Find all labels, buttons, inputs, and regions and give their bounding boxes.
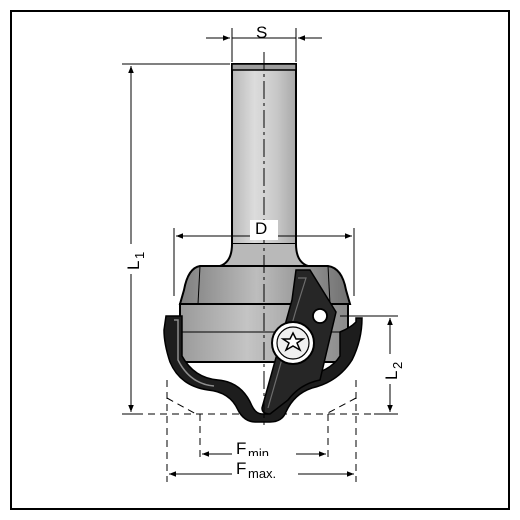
- label-s: S: [256, 23, 267, 42]
- dimension-s: [206, 28, 322, 62]
- label-fmax: F: [236, 459, 246, 478]
- dimension-l1: [122, 63, 230, 415]
- locating-pin-icon: [312, 308, 328, 324]
- label-fmin: F: [236, 439, 246, 458]
- label-l1-sub: 1: [132, 252, 147, 259]
- torx-screw-icon: [271, 321, 315, 365]
- frame-border: [10, 10, 510, 510]
- label-l2: L: [382, 371, 401, 380]
- label-l2-sub: 2: [390, 362, 405, 369]
- label-d: D: [255, 219, 267, 238]
- envelope-dashed-lines: [136, 380, 372, 482]
- label-l1: L: [124, 261, 143, 270]
- cutting-profile: [163, 315, 363, 423]
- label-fmax-sub: max.: [248, 466, 276, 481]
